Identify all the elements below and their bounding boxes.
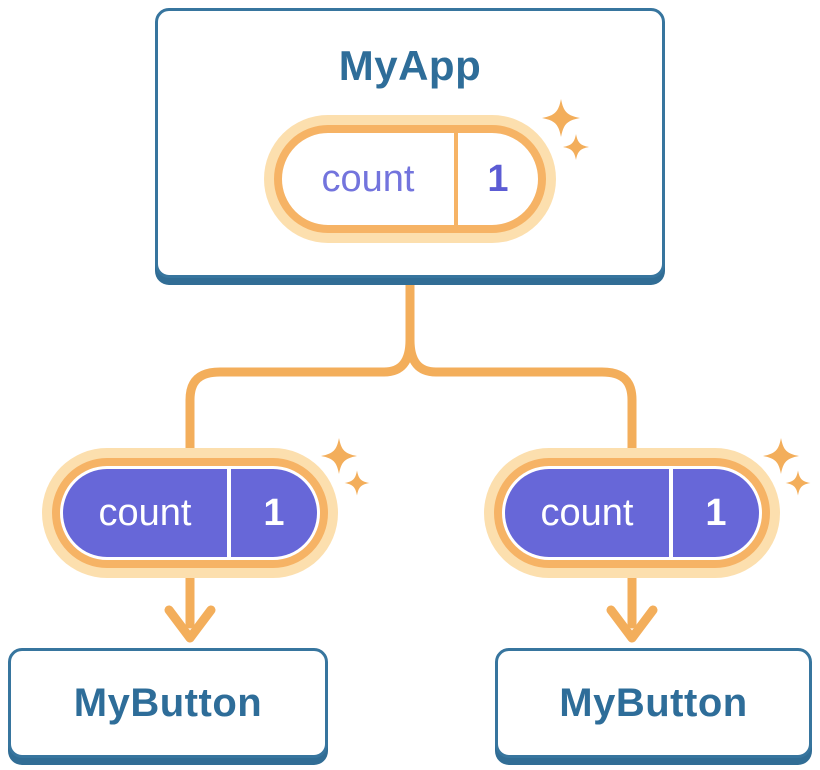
prop-pill-body: count 1 <box>505 469 759 557</box>
mybutton-title: MyButton <box>73 681 263 725</box>
prop-value: 1 <box>263 491 285 534</box>
mybutton-card-left: MyButton <box>8 648 328 758</box>
arrow-down-icon <box>164 571 216 643</box>
prop-label: count <box>540 491 634 534</box>
prop-value: 1 <box>705 491 727 534</box>
mybutton-title: MyButton <box>559 681 748 725</box>
state-value: 1 <box>487 157 509 200</box>
prop-pill-body: count 1 <box>63 469 317 557</box>
branch-connector-right <box>405 280 637 457</box>
state-pill: count 1 <box>274 125 546 233</box>
mybutton-card-right: MyButton <box>495 648 812 758</box>
myapp-title: MyApp <box>338 42 482 89</box>
prop-pill-right: count 1 <box>494 458 770 568</box>
state-label: count <box>321 157 415 200</box>
arrow-down-icon <box>606 571 658 643</box>
prop-pill-left: count 1 <box>52 458 328 568</box>
branch-connector-left <box>185 280 415 457</box>
sparkle-icon <box>763 438 811 496</box>
pill-divider <box>227 469 231 557</box>
pill-divider <box>454 133 458 225</box>
prop-label: count <box>98 491 192 534</box>
sparkle-icon <box>321 438 370 496</box>
pill-divider <box>669 469 673 557</box>
